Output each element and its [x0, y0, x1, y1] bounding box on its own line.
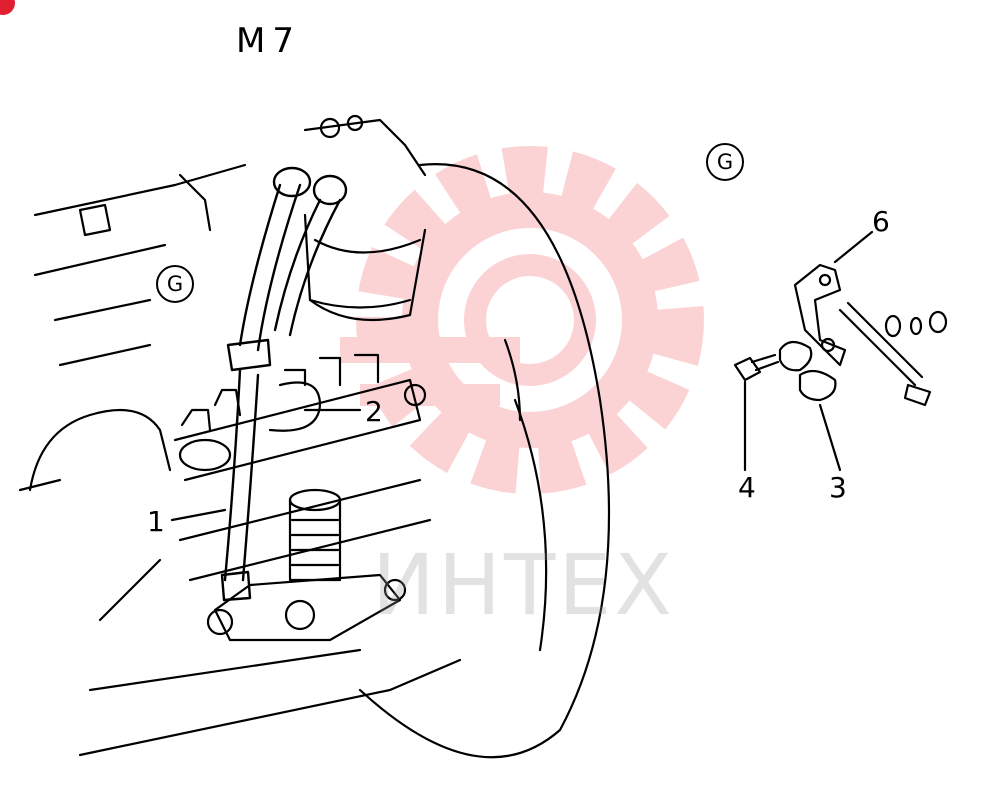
callout-3: 3 [829, 471, 847, 504]
injection-pump [178, 388, 407, 642]
washer-set [884, 310, 948, 338]
callout-2: 2 [365, 395, 383, 428]
return-pipe [268, 353, 380, 432]
engine-block [18, 163, 462, 757]
gear-logo-icon [340, 146, 704, 494]
fuel-hose [220, 166, 348, 602]
leader-line-6 [833, 230, 874, 264]
pipe-clamp-3 [778, 340, 837, 402]
fuel-filter [303, 114, 427, 322]
view-marker-g-right: G [706, 143, 744, 181]
callout-6: 6 [872, 205, 890, 238]
diagram-title: M7 [236, 21, 301, 61]
long-bolt [838, 301, 932, 407]
watermark-text: ИНТЕХ [372, 536, 675, 634]
view-marker-g-left: G [156, 265, 194, 303]
callout-4: 4 [738, 471, 756, 504]
bracket-6 [793, 263, 847, 367]
corner-badge [0, 0, 15, 15]
callout-1: 1 [147, 505, 165, 538]
bolt-4 [733, 353, 780, 382]
leader-line-3 [818, 403, 842, 472]
leader-line-1 [170, 508, 227, 522]
flywheel-housing [358, 163, 611, 759]
